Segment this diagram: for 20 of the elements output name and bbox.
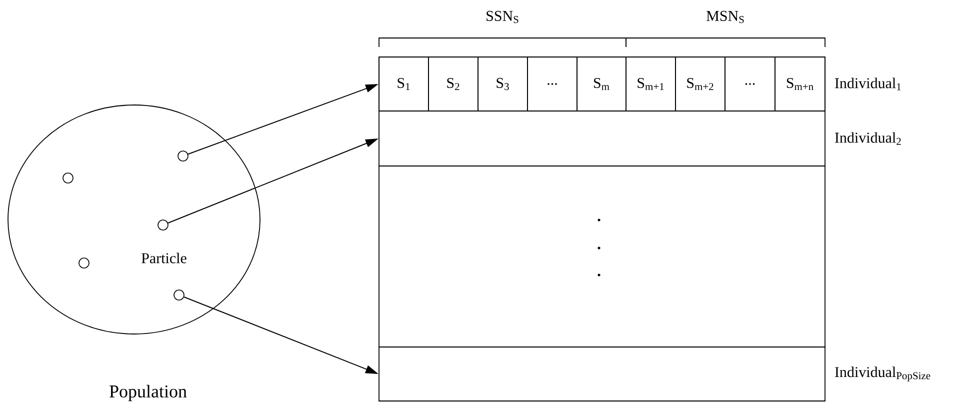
bracket-label: SSN$_{S}$: [486, 10, 518, 24]
row-label: Individual$_{2}$: [835, 132, 901, 145]
group-title: Population: [110, 384, 187, 402]
gene-cell: S$_{m+2}$: [675, 56, 726, 112]
gene-cell: ...: [724, 56, 776, 112]
gene-cell: S$_{1}$: [378, 56, 429, 112]
gene-cell: S$_{m+1}$: [626, 56, 676, 112]
gene-cell: S$_{m+n}$: [774, 56, 826, 112]
gene-cell: S$_{2}$: [428, 56, 478, 112]
bracket-label: MSN$_{S}$: [706, 10, 744, 24]
gene-cell: S$_{3}$: [478, 56, 528, 112]
particle-circle: [178, 150, 188, 162]
row-label: Individual$_{1}$: [835, 78, 901, 90]
particle-circle: [62, 172, 74, 184]
particle-label: Particle: [142, 252, 186, 264]
gene-cell: ...: [527, 56, 578, 112]
row-label: Individual$_{PopSize}$: [835, 366, 930, 382]
particle-circle: [78, 258, 90, 268]
particle-circle: [174, 290, 184, 300]
gene-cell: S$_{m}$: [576, 56, 626, 112]
